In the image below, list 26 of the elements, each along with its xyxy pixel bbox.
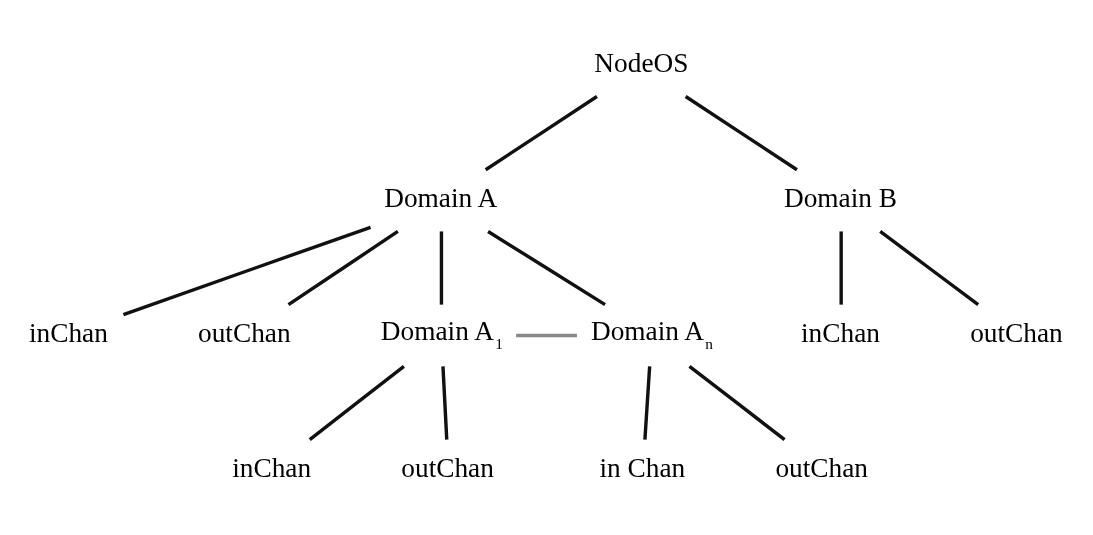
node-text: Domain A$_{n}$ [590, 315, 714, 352]
node-text: outChan [198, 317, 291, 348]
connector [484, 94, 598, 171]
connector [287, 229, 399, 306]
connector [308, 364, 405, 441]
connector [684, 94, 798, 171]
connector [487, 229, 606, 306]
connector [516, 333, 577, 337]
node-text: Domain A$_{1}$ [380, 315, 503, 352]
connector [879, 229, 980, 306]
connector [839, 230, 843, 305]
connector [439, 230, 444, 305]
node-text: outChan [970, 317, 1063, 348]
connector [688, 364, 786, 441]
node-text: outChan [401, 452, 494, 483]
connector [441, 365, 449, 440]
node-text: inChan [28, 317, 108, 348]
node-text: inChan [232, 452, 312, 483]
connector [122, 225, 372, 316]
node-text: inChan [801, 317, 880, 348]
node-text: Domain B [783, 182, 898, 213]
connector [643, 365, 652, 440]
node-text: Domain A [384, 182, 498, 213]
node-text: outChan [775, 452, 869, 483]
node-text: in Chan [599, 452, 686, 483]
node-text: NodeOS [594, 47, 689, 78]
